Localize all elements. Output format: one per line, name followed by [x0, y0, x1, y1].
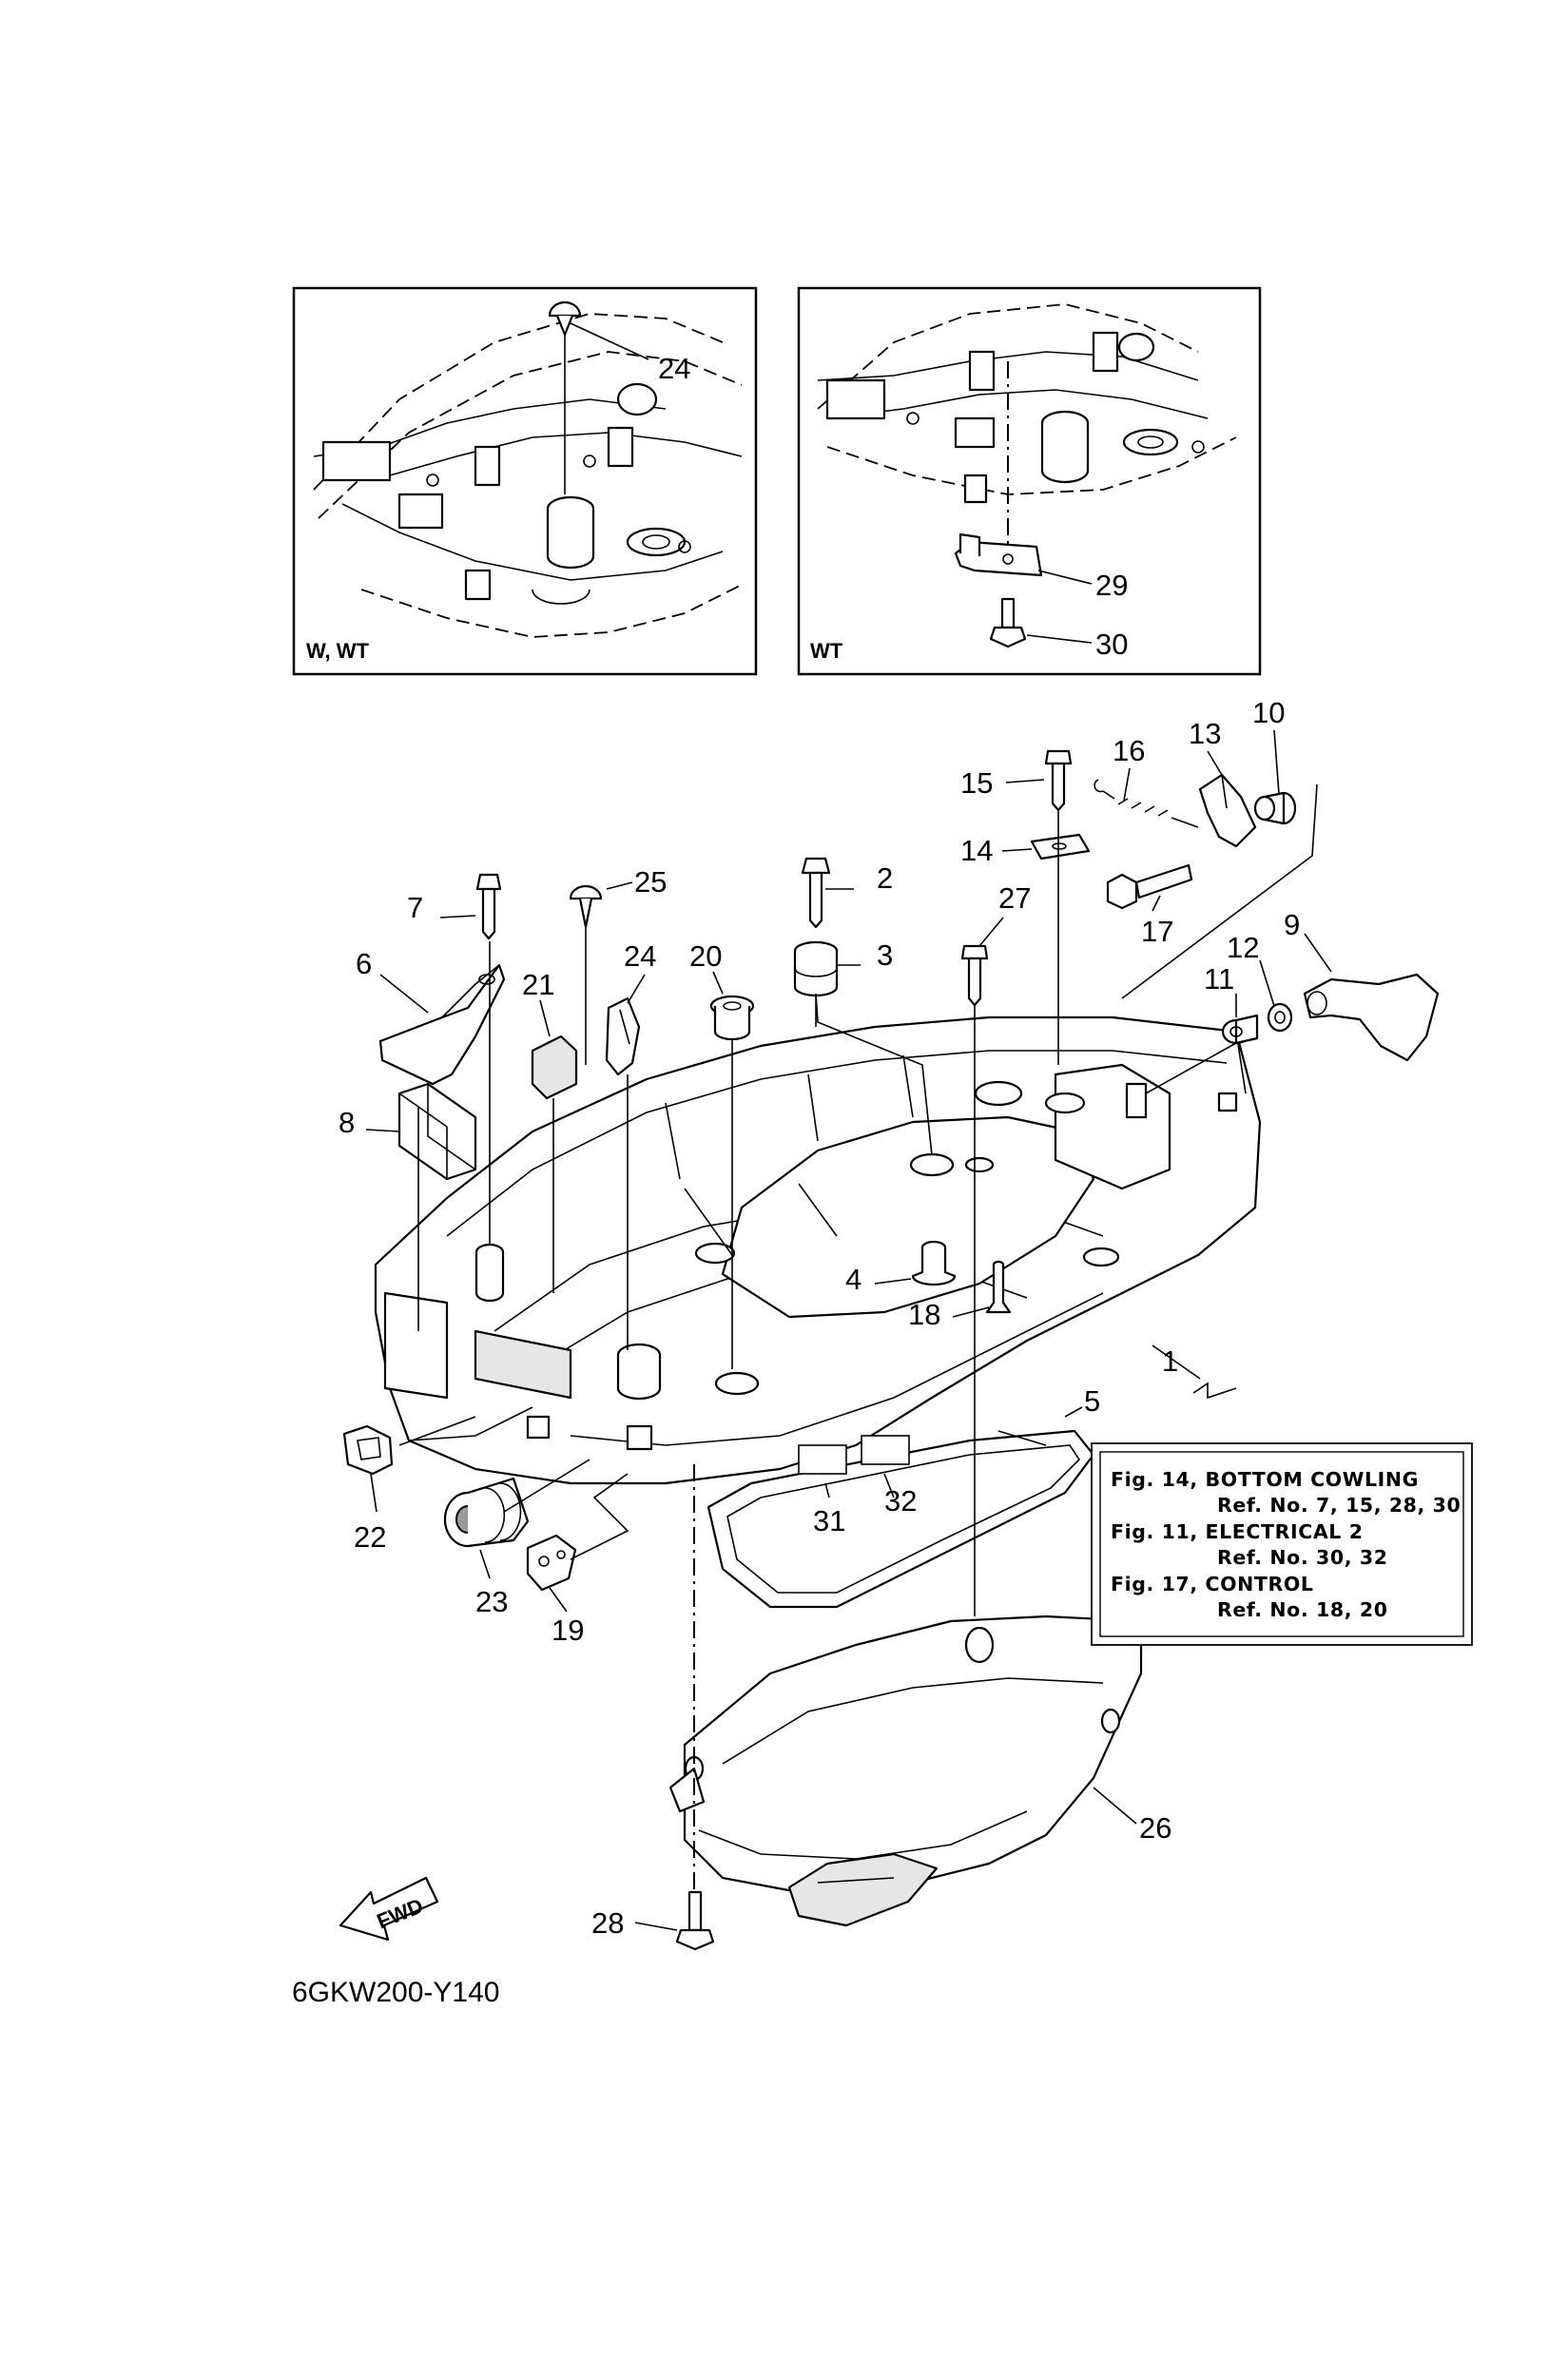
callout-30: 30 [1095, 628, 1128, 661]
callout-19: 19 [552, 1614, 584, 1647]
callout-32: 32 [884, 1484, 917, 1518]
callout-20: 20 [689, 939, 722, 973]
callout-16: 16 [1113, 734, 1145, 767]
note-ref-11: Ref. No. 30, 32 [1217, 1546, 1388, 1569]
callout-13: 13 [1189, 717, 1221, 750]
callout-6: 6 [356, 947, 372, 980]
bottom-cowling-body [374, 1015, 1262, 1485]
part-12-washer [1267, 1002, 1293, 1033]
part-9-lever-arm [1303, 973, 1440, 1062]
part-7-screw [475, 873, 502, 940]
callout-22: 22 [354, 1520, 386, 1554]
callout-14: 14 [960, 834, 993, 867]
callout-21: 21 [522, 968, 554, 1001]
note-ref-17: Ref. No. 18, 20 [1217, 1598, 1388, 1621]
inset-caption-w-wt: W, WT [306, 639, 370, 663]
part-18-pin [985, 1260, 1012, 1314]
part-2-bolt [801, 857, 831, 929]
part-26-lower-cover [668, 1615, 1143, 1927]
part-21-pad [531, 1034, 578, 1100]
callout-17: 17 [1141, 915, 1173, 948]
part-4-collar [911, 1240, 957, 1286]
part-25-clip [569, 884, 603, 929]
part-6-bracket [378, 963, 506, 1086]
part-22-clip [342, 1424, 394, 1476]
callout-24-inset: 24 [658, 352, 690, 385]
part-8-block [397, 1082, 477, 1181]
callout-25: 25 [634, 865, 667, 899]
callout-labels: 1 2 3 4 5 6 7 8 9 10 11 12 13 14 15 16 1… [339, 696, 1332, 1940]
note-fig-17: Fig. 17, CONTROL [1111, 1573, 1314, 1595]
part-20-grommet [709, 995, 755, 1041]
inset-w-wt-cowling-sketch [313, 300, 743, 638]
callout-27: 27 [998, 881, 1031, 915]
diagram-code: 6GKW200-Y140 [292, 1977, 499, 2008]
callout-15: 15 [960, 766, 993, 800]
callout-8: 8 [339, 1106, 355, 1139]
part-13-lever [1198, 773, 1257, 848]
part-27-screw [960, 944, 989, 1007]
inset-caption-wt: WT [810, 639, 843, 663]
inset-wt: 29 30 WT [797, 286, 1262, 676]
part-23-grommet [443, 1477, 530, 1548]
inset-wt-cowling-sketch [817, 303, 1237, 648]
part-3-grommet [793, 940, 839, 997]
part-16-spring [1094, 779, 1199, 828]
callout-11: 11 [1204, 962, 1234, 996]
callout-28: 28 [591, 1906, 624, 1940]
part-24-holder [605, 996, 641, 1076]
callout-10: 10 [1252, 696, 1285, 729]
callout-5: 5 [1084, 1384, 1100, 1418]
part-28-screw [675, 1890, 715, 1951]
callout-18: 18 [908, 1298, 940, 1331]
part-15-screw [1044, 749, 1073, 812]
callout-31: 31 [813, 1504, 845, 1537]
part-19-plate [526, 1534, 577, 1592]
part-11-collar [1221, 1014, 1259, 1045]
callout-12: 12 [1227, 931, 1259, 964]
note-fig-11: Fig. 11, ELECTRICAL 2 [1111, 1520, 1364, 1543]
part-14-plate [1030, 833, 1091, 860]
callout-26: 26 [1139, 1811, 1171, 1845]
callout-4: 4 [845, 1263, 861, 1296]
callout-24: 24 [624, 939, 656, 973]
callout-29: 29 [1095, 569, 1128, 602]
note-fig-14: Fig. 14, BOTTOM COWLING [1111, 1468, 1419, 1491]
callout-9: 9 [1284, 908, 1300, 941]
callout-3: 3 [877, 938, 893, 972]
part-10-bushing [1253, 791, 1297, 825]
callout-23: 23 [475, 1585, 508, 1618]
callout-2: 2 [877, 861, 893, 895]
part-17-bolt [1106, 863, 1193, 910]
inset-w-wt: 24 W, WT [292, 286, 758, 676]
reference-note-box: Fig. 14, BOTTOM COWLING Ref. No. 7, 15, … [1091, 1442, 1473, 1646]
callout-1: 1 [1162, 1344, 1178, 1378]
callout-7: 7 [407, 891, 423, 924]
note-ref-14: Ref. No. 7, 15, 28, 30 [1217, 1494, 1461, 1517]
fwd-arrow: FWD [339, 1876, 439, 1942]
